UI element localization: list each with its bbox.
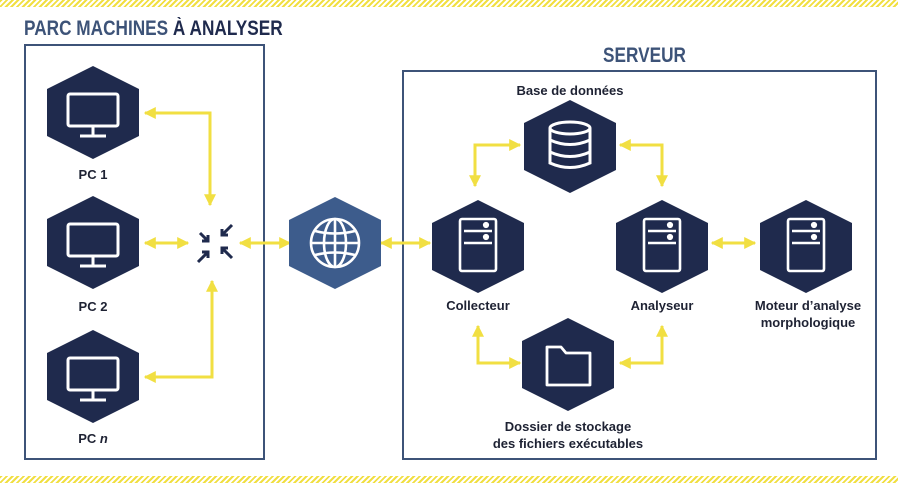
monitor-icon <box>66 356 120 402</box>
client-machines-frame <box>24 44 265 460</box>
monitor-icon <box>66 222 120 268</box>
database-icon <box>548 120 592 169</box>
analyzer-label: Analyseur <box>630 298 694 313</box>
collector-label: Collecteur <box>446 298 510 313</box>
folder-icon <box>545 345 592 387</box>
switch-arrows-icon <box>196 223 234 264</box>
engine-label-line1: Moteur d’analyse <box>754 298 862 313</box>
pcn-label-variable: n <box>99 431 108 446</box>
storage-node <box>522 318 614 411</box>
arrow-db-analyzer <box>618 139 668 188</box>
bottom-stripe <box>0 476 898 483</box>
arrow-collector-db <box>469 139 522 188</box>
engine-label-line2: morphologique <box>760 315 856 330</box>
arrow-pcn-switch <box>143 279 218 383</box>
pc1-label: PC 1 <box>78 167 108 182</box>
internet-node <box>289 197 381 289</box>
pc1-node <box>47 66 139 159</box>
server-icon <box>458 217 498 273</box>
analyzer-node <box>616 200 708 293</box>
pcn-node <box>47 330 139 423</box>
server-icon <box>642 217 682 273</box>
server-frame <box>402 70 877 460</box>
connectors <box>143 107 757 383</box>
pcn-label-prefix: PC <box>78 431 100 446</box>
collector-node <box>432 200 524 293</box>
storage-label-line1: Dossier de stockage <box>504 419 632 434</box>
right-section-title: SERVEUR <box>603 44 686 67</box>
monitor-icon <box>66 92 120 138</box>
left-title-main: PARC MACHINES <box>24 17 173 40</box>
pcn-label: PC n <box>63 430 123 447</box>
storage-label: Dossier de stockage des fichiers exécuta… <box>478 418 658 452</box>
engine-label: Moteur d’analyse morphologique <box>734 297 882 331</box>
server-icon <box>786 217 826 273</box>
arrow-storage-analyzer <box>618 324 668 369</box>
arrow-pc1-switch <box>143 107 216 207</box>
engine-node <box>760 200 852 293</box>
top-stripe <box>0 0 898 7</box>
pc2-node <box>47 196 139 289</box>
left-section-title: PARC MACHINES À ANALYSER <box>24 17 283 41</box>
left-title-accent: À ANALYSER <box>172 17 283 40</box>
pc2-label: PC 2 <box>78 299 108 314</box>
storage-label-line2: des fichiers exécutables <box>492 436 644 451</box>
database-node <box>524 100 616 193</box>
arrow-collector-storage <box>472 324 522 369</box>
globe-icon <box>309 217 361 269</box>
database-label: Base de données <box>516 83 624 98</box>
